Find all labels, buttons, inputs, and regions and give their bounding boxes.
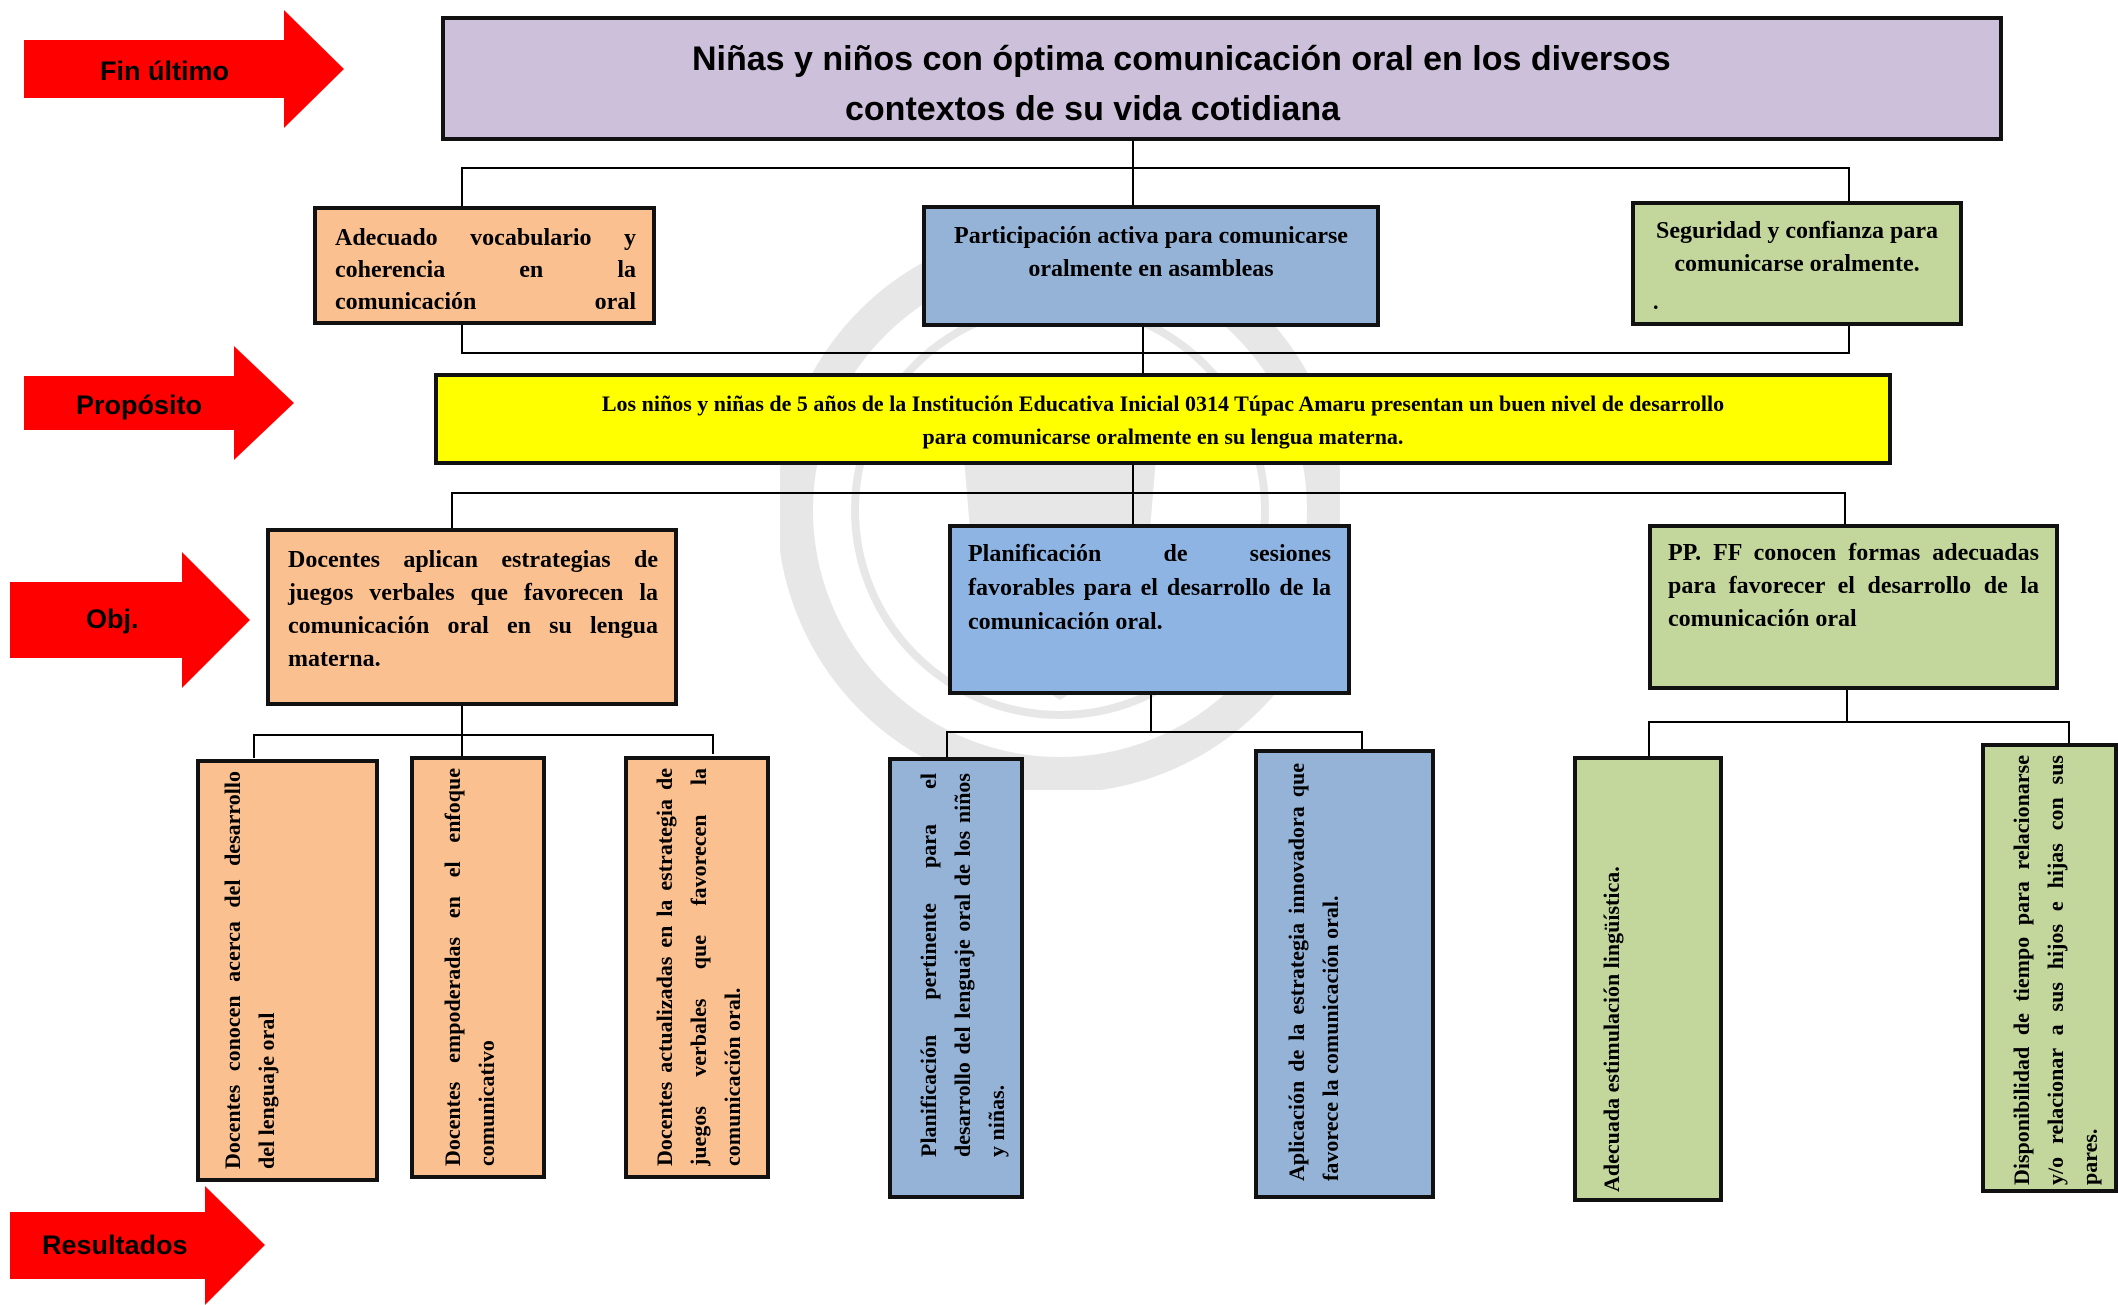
resultado-4-box: Planificación pertinente para el desarro…: [888, 757, 1024, 1199]
connector: [461, 706, 463, 758]
resultado-7-text: Disponibilidad de tiempo para relacionar…: [2009, 755, 2102, 1185]
objetivo-familias-box: PP. FF conocen formas adecuadas para fav…: [1648, 524, 2059, 690]
proposito-line1: Los niños y niñas de 5 años de la Instit…: [601, 391, 1725, 416]
connector: [461, 352, 1850, 354]
connector: [1142, 327, 1144, 374]
arrow-objetivo: [10, 552, 250, 688]
fin-ultimo-line1: Niñas y niños con óptima comunicación or…: [692, 40, 1671, 78]
fin-ultimo-box: Niñas y niños con óptima comunicación or…: [441, 16, 2003, 141]
objetivo-docentes-text: Docentes aplican estrategias de juegos v…: [288, 547, 658, 672]
connector: [1848, 326, 1850, 353]
connector: [946, 731, 948, 757]
connector: [1150, 695, 1152, 732]
resultado-5-box: Aplicación de la estrategia innovadora q…: [1254, 749, 1435, 1199]
connector: [461, 167, 463, 207]
connector: [946, 731, 1362, 733]
label-resultados: Resultados: [42, 1230, 188, 1260]
connector: [253, 734, 255, 758]
fin-ultimo-line2: contextos de su vida cotidiana: [845, 90, 1341, 128]
causa-participacion-box: Participación activa para comunicarse or…: [922, 205, 1380, 327]
resultado-3-text: Docentes actualizadas en la estrategia d…: [652, 768, 745, 1166]
causa-seguridad-text: Seguridad y confianza para comunicarse o…: [1655, 218, 1939, 277]
connector: [461, 167, 1850, 169]
connector: [1648, 721, 2070, 723]
connector: [253, 734, 713, 736]
resultado-6-text: Adecuada estimulación lingüística.: [1599, 866, 1624, 1192]
connector: [1846, 690, 1848, 722]
connector: [1848, 167, 1850, 203]
connector: [1132, 465, 1134, 527]
resultado-2-text: Docentes empoderadas en el enfoque comun…: [440, 768, 499, 1166]
objetivo-planificacion-box: Planificación de sesiones favorables par…: [948, 524, 1351, 695]
resultado-2-box: Docentes empoderadas en el enfoque comun…: [410, 756, 546, 1179]
arrow-resultados: [10, 1186, 265, 1305]
resultado-1-text: Docentes conocen acerca del desarrollo d…: [220, 771, 279, 1169]
connector: [1844, 492, 1846, 526]
connector: [712, 734, 714, 754]
arrow-proposito: [24, 346, 294, 460]
connector: [1648, 721, 1650, 759]
resultado-5-text: Aplicación de la estrategia innovadora q…: [1284, 763, 1343, 1181]
connector: [1361, 731, 1363, 749]
label-objetivo: Obj.: [86, 604, 139, 634]
causa-vocabulario-text: Adecuado vocabulario y coherencia en la …: [335, 225, 636, 315]
label-proposito: Propósito: [76, 390, 202, 420]
connector: [451, 492, 453, 530]
causa-seguridad-box: Seguridad y confianza para comunicarse o…: [1631, 201, 1963, 326]
objetivo-familias-text: PP. FF conocen formas adecuadas para fav…: [1668, 540, 2039, 632]
arrow-fin-ultimo: [24, 10, 344, 128]
label-fin-ultimo: Fin último: [100, 56, 229, 86]
resultado-3-box: Docentes actualizadas en la estrategia d…: [624, 756, 770, 1179]
proposito-box: Los niños y niñas de 5 años de la Instit…: [434, 373, 1892, 465]
resultado-7-box: Disponibilidad de tiempo para relacionar…: [1981, 743, 2118, 1193]
connector: [451, 492, 1846, 494]
resultado-6-box: Adecuada estimulación lingüística.: [1573, 756, 1723, 1202]
causa-participacion-text: Participación activa para comunicarse or…: [954, 223, 1348, 282]
connector: [1132, 141, 1134, 207]
resultado-4-text: Planificación pertinente para el desarro…: [916, 773, 1009, 1157]
objetivo-planificacion-text: Planificación de sesiones favorables par…: [968, 541, 1331, 635]
connector: [461, 325, 463, 353]
causa-vocabulario-box: Adecuado vocabulario y coherencia en la …: [313, 206, 656, 325]
resultado-1-box: Docentes conocen acerca del desarrollo d…: [196, 759, 379, 1182]
connector: [2068, 721, 2070, 743]
proposito-line2: para comunicarse oralmente en su lengua …: [922, 424, 1404, 449]
causa-seguridad-dot: .: [1653, 289, 1659, 314]
objetivo-docentes-box: Docentes aplican estrategias de juegos v…: [266, 528, 678, 706]
